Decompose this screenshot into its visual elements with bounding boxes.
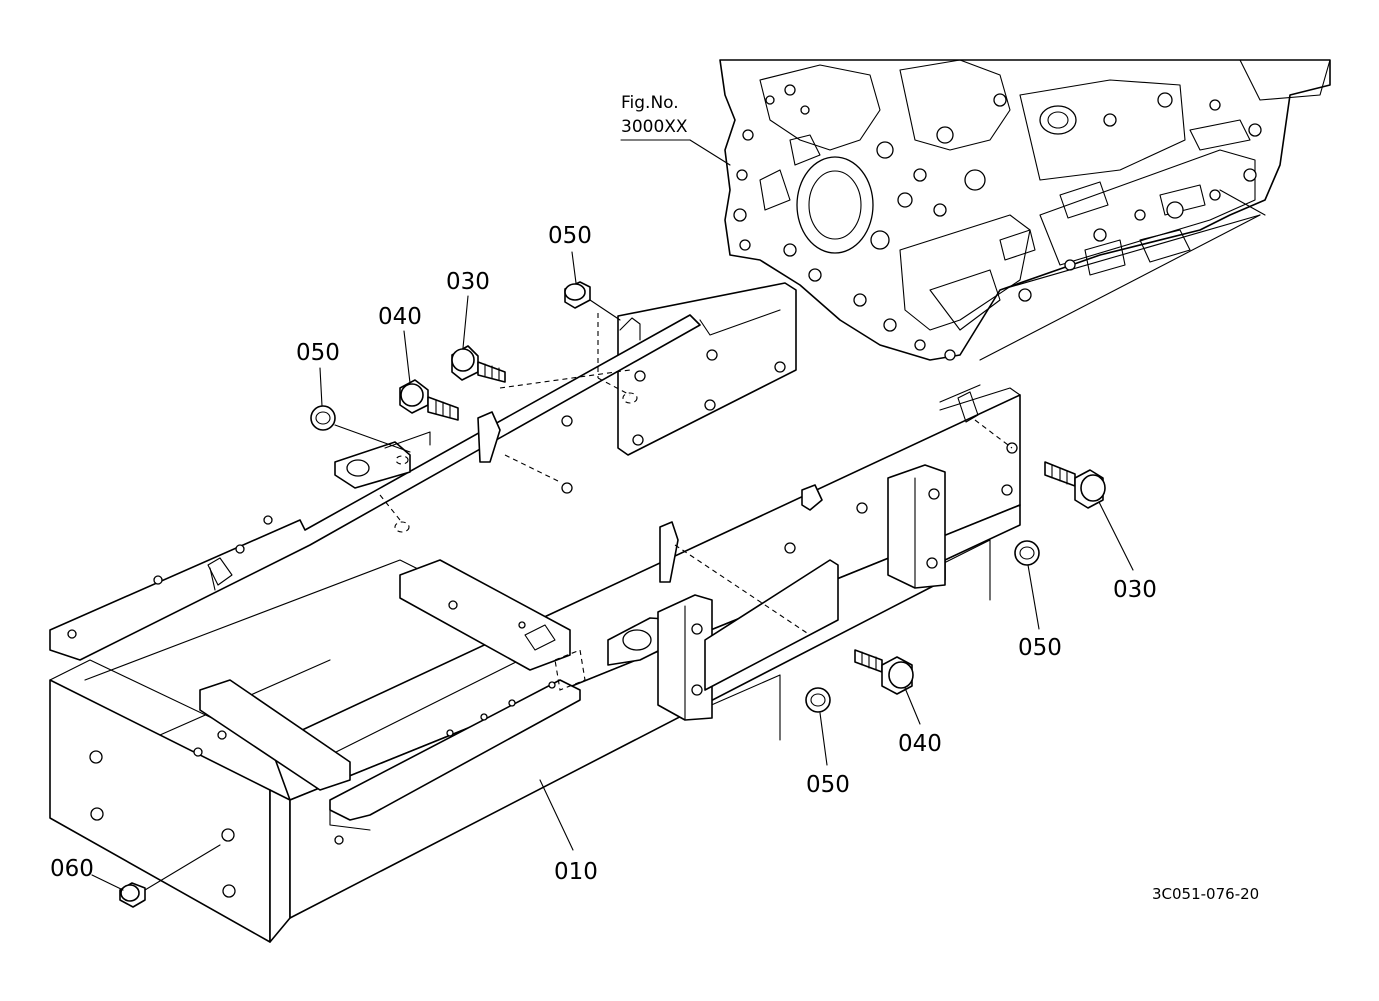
callout-030-top: 030 xyxy=(446,269,490,295)
leader-c5 xyxy=(1098,501,1134,571)
angle-bracket-strip xyxy=(329,679,581,821)
fasteners xyxy=(119,281,1106,908)
leader-c1 xyxy=(571,251,577,284)
callout-050-right: 050 xyxy=(1018,635,1062,661)
callout-labels: 050 030 040 050 030 050 040 050 010 060 xyxy=(50,223,1157,885)
leader-c3 xyxy=(403,330,411,384)
bolt-030-top xyxy=(451,345,506,383)
frame-assembly-010 xyxy=(49,282,1021,943)
assembly-projection-lines xyxy=(939,214,1261,403)
callout-050-lower: 050 xyxy=(806,772,850,798)
rail-clip-1 xyxy=(477,411,501,463)
callout-030-right: 030 xyxy=(1113,577,1157,603)
engine-block xyxy=(719,59,1331,361)
drawing-code: 3C051-076-20 xyxy=(1152,885,1259,903)
figure-reference-line2: 3000XX xyxy=(621,117,688,137)
spacer-block-right xyxy=(887,464,946,589)
leader-c6 xyxy=(1027,564,1040,630)
callout-050-left: 050 xyxy=(296,340,340,366)
leader-c7 xyxy=(904,687,921,725)
figure-reference: Fig.No. 3000XX xyxy=(620,93,731,166)
leader-c10 xyxy=(91,874,124,891)
collar-050-right xyxy=(1014,540,1040,566)
callout-010: 010 xyxy=(554,859,598,885)
leader-c4 xyxy=(319,367,323,407)
collar-050-top xyxy=(564,281,621,321)
collar-050-left xyxy=(310,405,411,453)
rail-clip-2 xyxy=(801,484,823,511)
rear-mounting-plate xyxy=(617,282,797,456)
callout-leaders xyxy=(91,251,1134,891)
bolt-030-right xyxy=(1044,461,1106,509)
leader-c8 xyxy=(819,712,828,766)
rail-clip-3 xyxy=(659,521,679,583)
figure-reference-leader xyxy=(689,139,731,166)
callout-050-top: 050 xyxy=(548,223,592,249)
bolt-040-top xyxy=(399,379,459,421)
callout-060: 060 xyxy=(50,856,94,882)
left-rail-bracket xyxy=(334,441,411,489)
leader-c9 xyxy=(539,779,574,851)
bolt-060 xyxy=(119,844,221,908)
figure-reference-line1: Fig.No. xyxy=(621,93,679,113)
collar-050-lower xyxy=(805,687,831,713)
cross-member-rear xyxy=(399,559,571,671)
leader-c2 xyxy=(462,295,469,349)
callout-040-top: 040 xyxy=(378,304,422,330)
bolt-040-lower xyxy=(854,649,914,695)
callout-040-lower: 040 xyxy=(898,731,942,757)
cross-member-front xyxy=(199,679,351,791)
